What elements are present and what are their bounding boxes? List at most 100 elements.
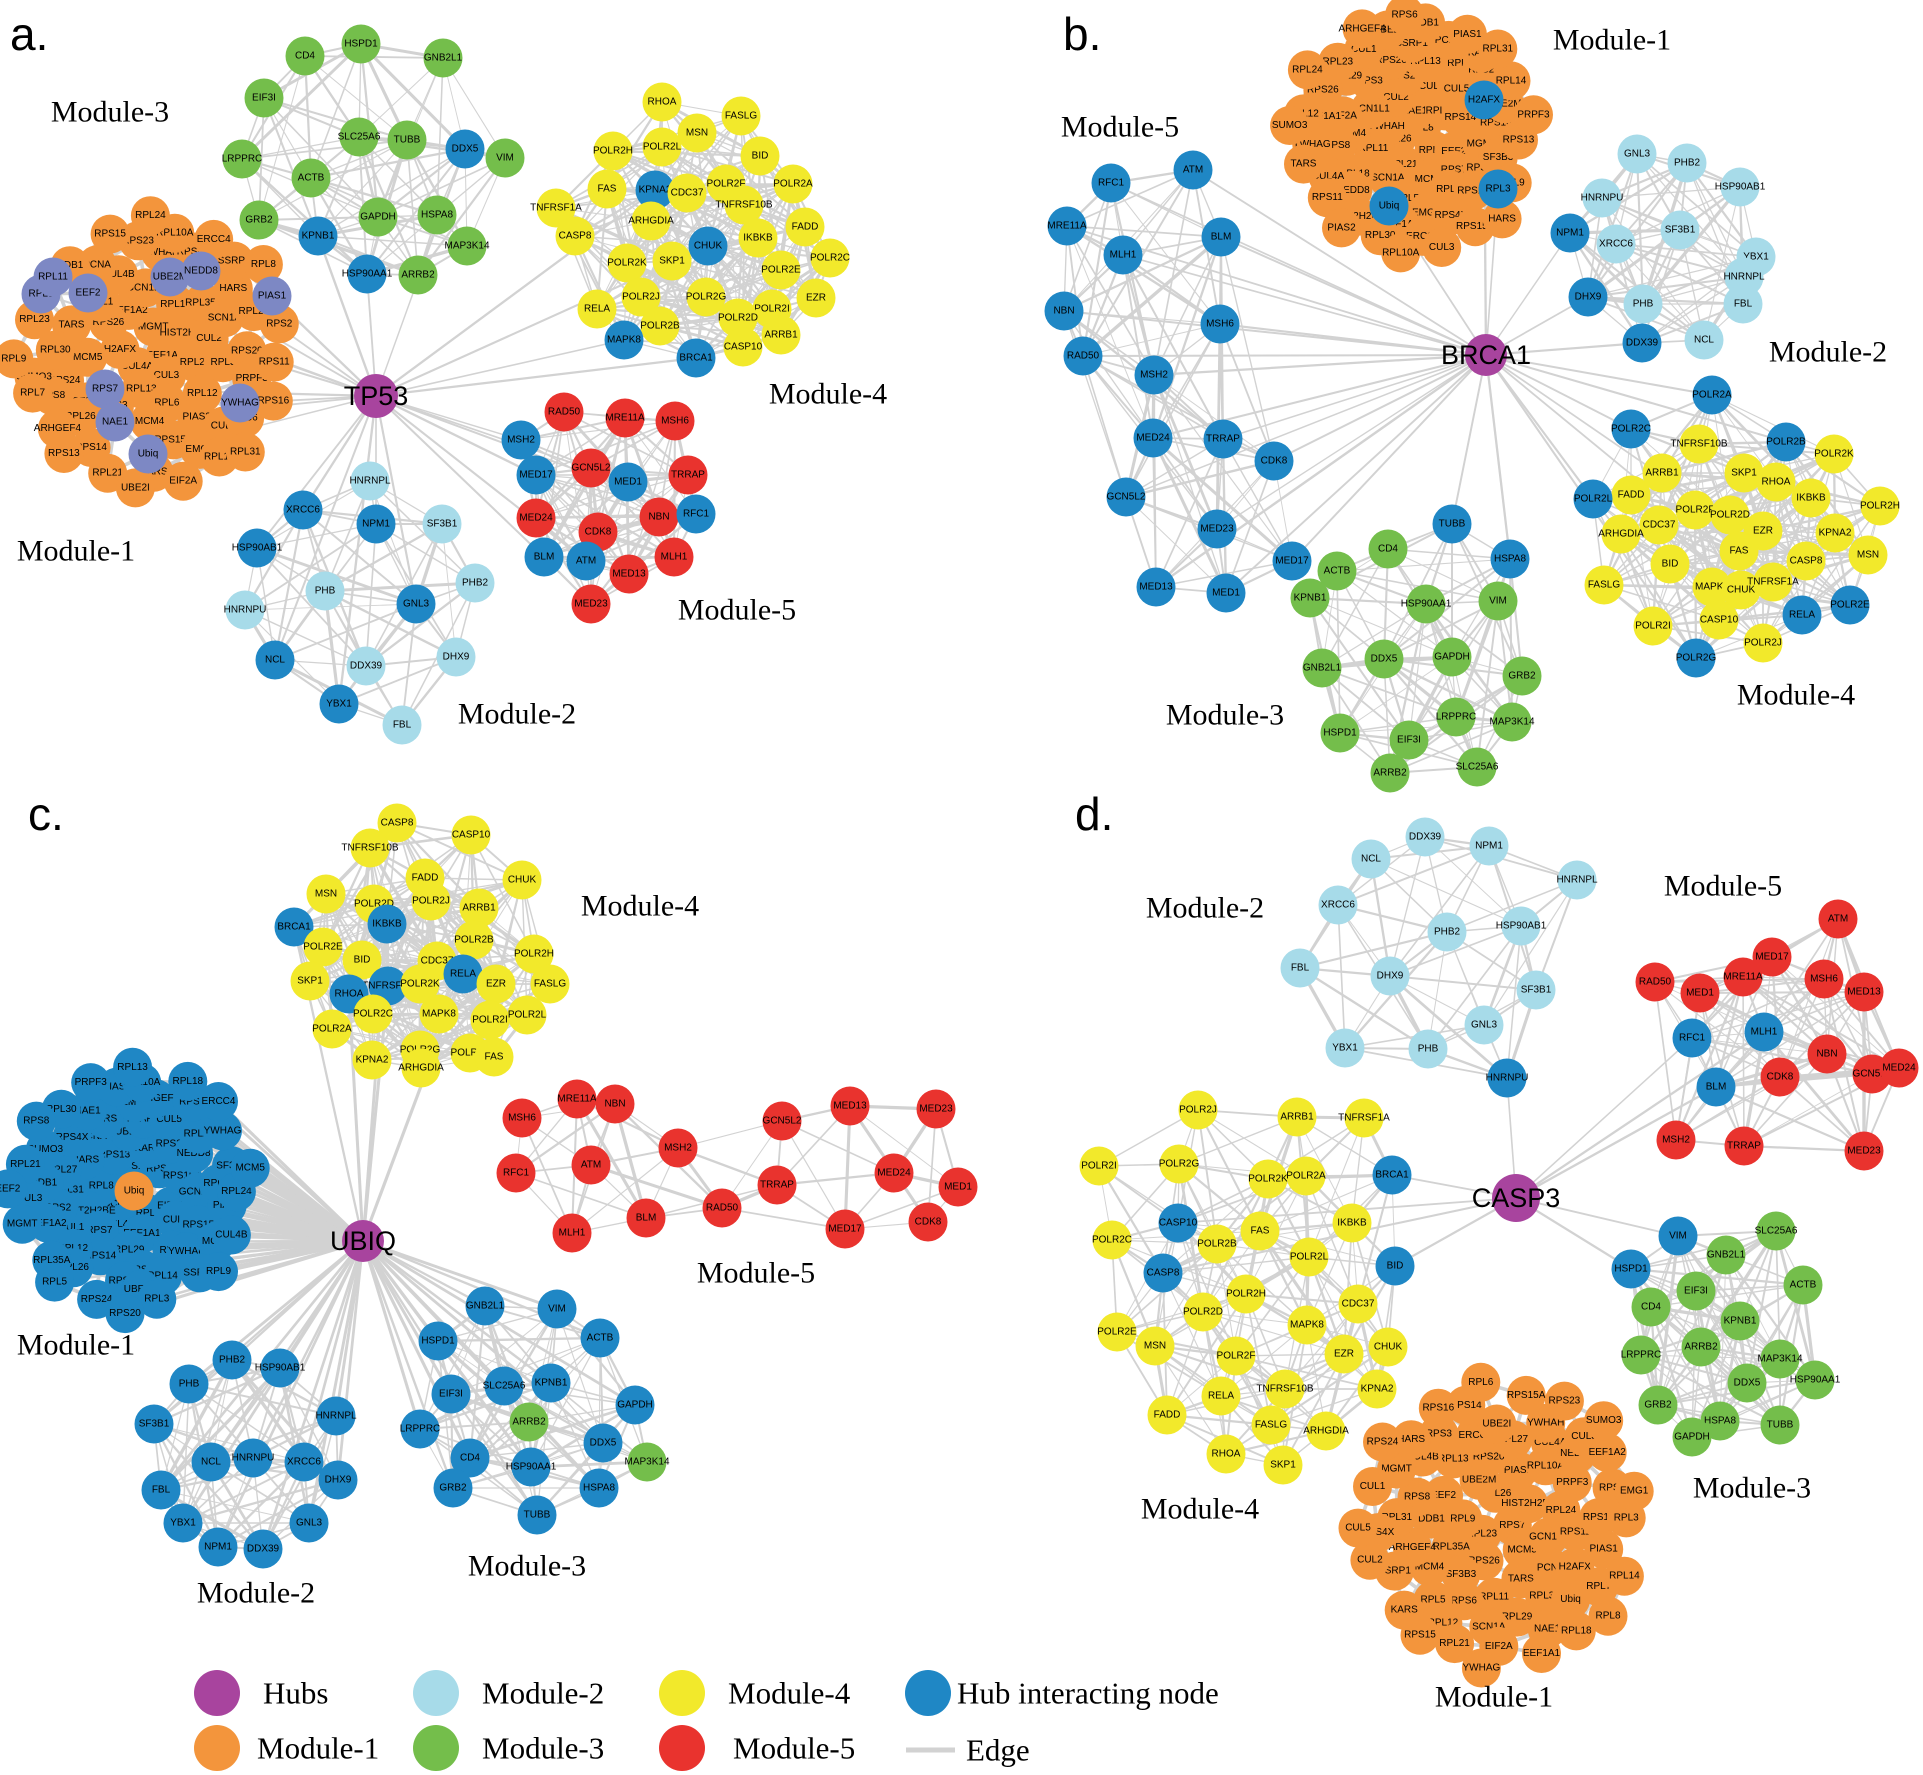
edge (1110, 182, 1221, 325)
node-label-RPS20: RPS20 (231, 345, 263, 356)
edge (1383, 600, 1499, 660)
node-label-POLR2K: POLR2K (607, 258, 647, 269)
node-label-HSPD1: HSPD1 (344, 39, 378, 50)
node-label-BID: BID (752, 151, 769, 162)
node-NPM1 (356, 504, 396, 544)
node-Ubiq (128, 434, 168, 474)
panel-a-label-module-2: Module-2 (458, 698, 576, 731)
node-label-RPL24: RPL24 (1292, 64, 1323, 75)
node-label-SF3B1: SF3B1 (1521, 985, 1552, 996)
edge (263, 97, 379, 218)
node-label-RPL9: RPL9 (206, 1266, 231, 1277)
node-label-H2AFX: H2AFX (1559, 1562, 1592, 1573)
node-label-POLR2J: POLR2J (1179, 1105, 1217, 1116)
node-label-RPL3: RPL3 (144, 1294, 169, 1305)
node-label-BLM: BLM (534, 552, 555, 563)
node-label-SLC25A6: SLC25A6 (1456, 762, 1499, 773)
edge (1321, 548, 1389, 669)
panel-a: EEF1A1CUL4AMGMTCUL3H2AFXHIST2H2BERPL13EE… (0, 8, 887, 745)
node-SF3B1 (422, 504, 462, 544)
node-label-HSPD1: HSPD1 (421, 1336, 455, 1347)
node-label-POLR2L: POLR2L (643, 142, 682, 153)
node-label-HSP90AB1: HSP90AB1 (232, 543, 283, 554)
node-label-RPL26: RPL26 (65, 411, 96, 422)
node-label-RPL31: RPL31 (1483, 44, 1514, 55)
edge (1125, 459, 1275, 499)
node-label-MED13: MED13 (833, 1101, 867, 1112)
node-label-RAD50: RAD50 (1639, 977, 1672, 988)
node-MED17 (516, 455, 556, 495)
node-EEF2 (68, 273, 108, 313)
node-label-MCM5: MCM5 (235, 1163, 265, 1174)
edge (1587, 295, 1744, 306)
node-label-MLH1: MLH1 (559, 1228, 586, 1239)
node-MED24 (516, 498, 556, 538)
node-label-GRB2: GRB2 (245, 215, 273, 226)
node-BRCA1 (676, 338, 716, 378)
node-label-CASP10: CASP10 (1700, 615, 1739, 626)
edge (1151, 436, 1294, 563)
edge (375, 339, 625, 397)
node-label-POLR2K: POLR2K (400, 979, 440, 990)
node-label-RPL8: RPL8 (1595, 1611, 1620, 1622)
node-label-ARHGDIA: ARHGDIA (398, 1063, 444, 1074)
node-label-MRE11A: MRE11A (605, 413, 645, 424)
node-label-RFC1: RFC1 (1098, 178, 1125, 189)
edge (375, 395, 522, 441)
node-label-RPL10A: RPL10A (156, 228, 194, 239)
edge (1066, 225, 1221, 325)
node-label-PHB: PHB (1418, 1044, 1439, 1055)
node-PHB (305, 571, 345, 611)
node-label-RPL3: RPL3 (1614, 1512, 1639, 1523)
node-label-MCM5: MCM5 (1415, 174, 1445, 185)
edge (1485, 341, 1643, 357)
node-label-CASP8: CASP8 (381, 818, 414, 829)
node-label-ARHGEF4: ARHGEF4 (1338, 23, 1386, 34)
node-label-FAS: FAS (598, 184, 617, 195)
node-MAPK8 (604, 320, 644, 360)
edge (1192, 169, 1487, 356)
node-label-NCL: NCL (201, 1457, 221, 1468)
node-POLR2E (761, 250, 801, 290)
node-label-SCN1A: SCN1A (208, 312, 242, 323)
node-label-IKBKB: IKBKB (1796, 493, 1826, 504)
edge (258, 55, 306, 221)
edge (1219, 323, 1275, 462)
node-label-GNL3: GNL3 (1471, 1020, 1498, 1031)
node-label-MRE11A: MRE11A (1723, 972, 1763, 983)
node-label-EEF1A2: EEF1A2 (110, 305, 148, 316)
node-label-TARS: TARS (59, 319, 85, 330)
node-label-GAPDH: GAPDH (1434, 652, 1470, 663)
edge (375, 395, 545, 558)
node-ARRB1 (761, 315, 801, 355)
node-label-MLH1: MLH1 (1110, 250, 1137, 261)
node-CDC37 (667, 173, 707, 213)
node-label-XRCC6: XRCC6 (1599, 239, 1633, 250)
edge (256, 523, 377, 549)
node-POLR2D (718, 298, 758, 338)
node-label-CUL4A: CUL4A (121, 361, 154, 372)
edge (1658, 524, 1774, 583)
edge (263, 97, 319, 237)
node-label-ATM: ATM (1183, 165, 1203, 176)
node-label-CUL5: CUL5 (1345, 1523, 1371, 1534)
node-label-FAS: FAS (1730, 546, 1749, 557)
node-label-YBX1: YBX1 (1332, 1043, 1358, 1054)
node-RPL7 (13, 373, 53, 413)
node-TNFRSF1A (536, 188, 576, 228)
node-label-CASP8: CASP8 (1790, 556, 1823, 567)
node-label-RAD50: RAD50 (1067, 351, 1100, 362)
node-label-EEF2: EEF2 (0, 1183, 21, 1194)
node-label-HSP90AB1: HSP90AB1 (1715, 182, 1766, 193)
node-label-YWHAG: YWHAG (1463, 1663, 1501, 1674)
node-label-POLR2H: POLR2H (1860, 501, 1900, 512)
node-label-BLM: BLM (636, 1213, 657, 1224)
node-label-ACTB: ACTB (1324, 566, 1351, 577)
node-label-MGMT: MGMT (7, 1219, 38, 1230)
node-label-RELA: RELA (450, 969, 476, 980)
node-RPS16 (253, 381, 293, 421)
node-RFC1 (676, 494, 716, 534)
node-label-MAP3K14: MAP3K14 (1489, 717, 1534, 728)
node-label-POLR2C: POLR2C (353, 1009, 393, 1020)
node-label-RPS15: RPS15 (1457, 185, 1489, 196)
